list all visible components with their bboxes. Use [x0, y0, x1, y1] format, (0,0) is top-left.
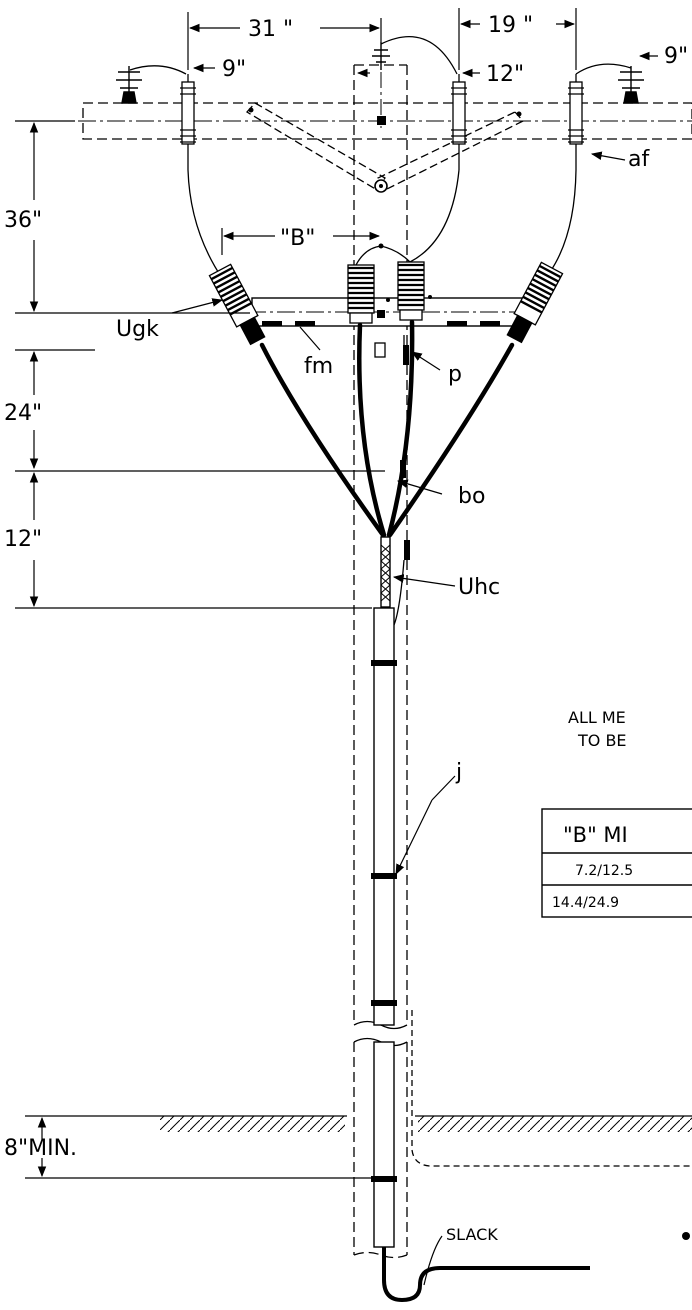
- dim-31: 31 ": [248, 17, 293, 42]
- crossarm-braces: [245, 102, 525, 191]
- pin-insulator-right: [618, 66, 644, 104]
- crossarm-bolt: [377, 116, 386, 125]
- terminator-left: [208, 263, 266, 346]
- table-header: "B" MI: [563, 823, 628, 847]
- label-p: p: [448, 362, 462, 387]
- label-bo: bo: [458, 484, 485, 509]
- cable-slack: [382, 1247, 590, 1303]
- dim-36: 36": [4, 208, 42, 233]
- note-line-1: ALL ME: [568, 708, 626, 727]
- arm-insulator-2: [451, 74, 467, 170]
- label-ugk: Ugk: [116, 317, 159, 342]
- jumper-wires: [129, 36, 632, 279]
- dim-b: "B": [280, 226, 315, 251]
- cables: [259, 319, 515, 538]
- dim-12-top: 12": [486, 62, 524, 87]
- pin-insulator-left: [116, 66, 142, 104]
- trench-outline: [411, 1010, 692, 1167]
- dim-24: 24": [4, 401, 42, 426]
- pole-butt: [353, 1251, 408, 1259]
- dim-9-left: 9": [222, 57, 246, 82]
- riser-conduit-lower: [373, 1041, 395, 1248]
- cable-guard-top: [380, 536, 391, 608]
- label-j: j: [455, 760, 462, 785]
- pole-top-insulator: [372, 42, 390, 70]
- b-min-table: [541, 808, 692, 918]
- dim-8-min: 8"MIN.: [4, 1136, 77, 1161]
- table-row-1: 7.2/12.5: [575, 863, 633, 879]
- dimension-lines: [15, 8, 658, 1179]
- ground-wire: [393, 335, 405, 626]
- top-crossarm: [82, 102, 692, 140]
- ground-hatch-right: [418, 1116, 692, 1132]
- center-arrester-right: [397, 261, 425, 321]
- label-fm: fm: [304, 354, 333, 379]
- ground-hatch-left: [160, 1116, 345, 1132]
- arm-hardware: [262, 310, 500, 358]
- dim-19: 19 ": [488, 13, 533, 38]
- callout-leaders: [171, 151, 626, 1286]
- dim-12-mid: 12": [4, 527, 42, 552]
- dim-9-right: 9": [664, 44, 688, 69]
- table-row-2: 14.4/24.9: [552, 895, 619, 911]
- riser-conduit-upper: [373, 607, 395, 1026]
- arm-insulator-3: [568, 74, 584, 170]
- pole-lower: [353, 1042, 408, 1255]
- note-line-2: TO BE: [577, 731, 627, 750]
- arm-insulator-1: [180, 74, 196, 170]
- label-slack: SLACK: [446, 1225, 498, 1244]
- terminator-right: [506, 261, 564, 344]
- label-af: af: [628, 147, 650, 172]
- label-uhc: Uhc: [458, 575, 500, 600]
- center-arrester-left: [347, 264, 375, 324]
